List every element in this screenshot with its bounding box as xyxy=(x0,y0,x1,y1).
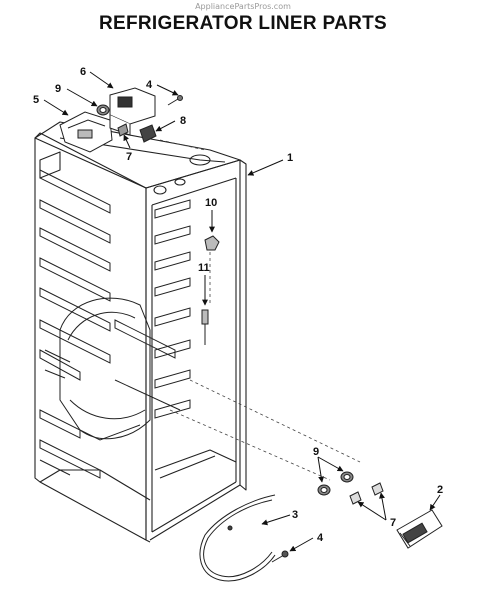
part-8-block xyxy=(139,124,157,143)
callout-3: 3 xyxy=(292,509,298,521)
watermark: AppliancePartsPros.com xyxy=(195,2,291,11)
part-5-damper-housing xyxy=(59,111,113,153)
callout-4-top: 4 xyxy=(146,79,153,91)
callout-10: 10 xyxy=(205,197,217,209)
callout-4-bottom: 4 xyxy=(317,532,324,544)
right-shelf-rails xyxy=(114,199,191,419)
callout-labels: 1 2 3 4 4 5 6 7 7 8 9 9 10 11 xyxy=(33,66,443,544)
dashed-leaders xyxy=(159,139,361,481)
callout-1: 1 xyxy=(287,152,293,164)
callout-2: 2 xyxy=(437,484,443,496)
callout-7-top: 7 xyxy=(126,151,132,163)
crisper-bin xyxy=(44,297,151,441)
part-10-clip xyxy=(204,235,220,251)
part-7-bottom-clips xyxy=(349,482,384,505)
callout-9-top: 9 xyxy=(55,83,61,95)
liner xyxy=(34,121,247,543)
left-shelf-rails xyxy=(39,169,111,479)
callout-9-bottom: 9 xyxy=(313,446,319,458)
callout-6: 6 xyxy=(80,66,86,78)
part-11-thermistor xyxy=(201,309,209,345)
part-3-wire-harness xyxy=(199,494,276,582)
callout-8: 8 xyxy=(180,115,186,127)
callout-arrows xyxy=(43,71,441,552)
part-4-top-screw xyxy=(167,95,183,106)
page-title: REFRIGERATOR LINER PARTS xyxy=(99,13,387,34)
part-7-top-clip xyxy=(117,123,129,137)
callout-11: 11 xyxy=(198,262,210,274)
callout-5: 5 xyxy=(33,94,39,106)
callout-7-bottom: 7 xyxy=(390,517,396,529)
part-2-light-housing xyxy=(396,509,443,549)
part-9-top-knob xyxy=(96,104,110,116)
part-4-bottom-screw xyxy=(271,550,289,563)
part-9-bottom-knobs xyxy=(317,471,354,496)
